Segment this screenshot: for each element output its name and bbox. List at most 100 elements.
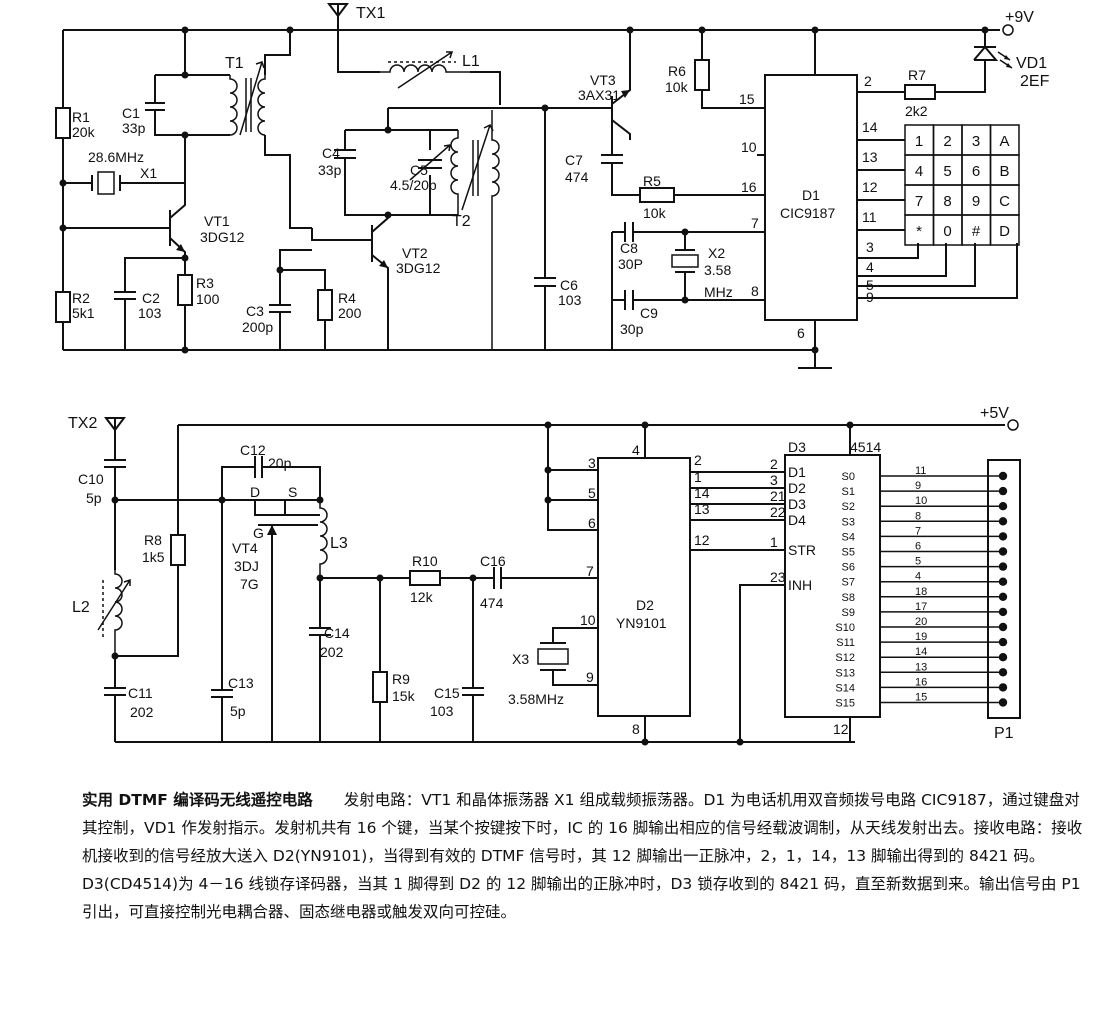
c5-trimmer-capacitor [409,144,451,181]
vt4-jfet [254,500,320,742]
r1-resistor [55,107,71,139]
c1-label: C1 [122,105,140,121]
d3-ctrl-name: STR [788,542,816,558]
d3-input-pin: 21 [770,488,786,504]
output-name: S3 [842,516,855,528]
vt4-pin-d: D [250,484,260,500]
d1-pin-6: 6 [797,325,805,341]
vd1-led [973,30,1013,72]
d1-label: D1 [802,187,820,203]
vt4-pin-s: S [288,484,297,500]
r6-resistor [694,59,710,91]
l1-label: L1 [462,53,480,70]
r1-value: 20k [72,124,96,140]
key-label: 0 [943,223,951,240]
vt1-transistor [63,180,186,258]
output-name: S4 [842,531,855,543]
d2-pin-4: 4 [632,442,640,458]
vd1-label: VD1 [1016,55,1047,72]
l3-label: L3 [330,535,348,552]
vt4-type: 3DJ [234,558,259,574]
d3-input-pin: 2 [770,456,778,472]
vd1-type: 2EF [1020,73,1050,90]
r7-label: R7 [908,67,926,83]
d2-pin-3: 3 [588,455,596,471]
key-1: 1 [904,124,935,156]
c13-capacitor [211,500,233,742]
c15-value: 103 [430,703,454,719]
vt3-type: 3AX31 [578,87,620,103]
r8-value: 1k5 [142,549,165,565]
c1-capacitor [145,102,165,111]
p1-label: P1 [994,725,1014,742]
d1-pin-2: 2 [864,73,872,89]
p1-pin [998,471,1008,481]
output-pin: 5 [915,556,921,568]
transmitter-circuit: +9V TX1 L1 R1 20k R2 5k1 C1 [55,3,1050,369]
r7-resistor [904,84,936,100]
p1-pin [998,547,1008,556]
l2-inductor [97,570,131,656]
d3-chip [784,454,881,718]
d3-pin-12: 12 [833,721,849,737]
output-pin: 16 [915,676,927,688]
output-name: S13 [835,667,855,679]
c12-capacitor [254,456,263,478]
p1-pin [998,637,1008,647]
r7-value: 2k2 [905,103,928,119]
r2-value: 5k1 [72,305,95,321]
c15-label: C15 [434,685,460,701]
c3-value: 200p [242,319,273,335]
r1-label: R1 [72,109,90,125]
c3-label: C3 [246,303,264,319]
d2-type: YN9101 [616,615,667,631]
c11-label: C11 [128,685,153,701]
r2-resistor [55,291,71,323]
p1-pin [998,486,1008,496]
output-name: S5 [842,547,855,559]
c16-value: 474 [480,595,504,611]
key-label: 2 [943,133,951,150]
d1-pin-15: 15 [739,91,755,107]
c13-value: 5p [230,703,246,719]
p1-pin [998,517,1008,526]
output-name: S6 [842,562,855,574]
vt3-transistor [545,30,631,140]
key-label: 9 [972,193,980,210]
x1-label: X1 [140,165,157,181]
c10-label: C10 [78,471,104,487]
p1-pin [998,592,1008,601]
output-pin: 9 [915,480,921,492]
r9-label: R9 [392,671,410,687]
d1-pin-4: 4 [866,259,874,275]
d1-chip [764,74,858,321]
c7-capacitor [601,128,640,196]
d3-ctrl-pin: 23 [770,569,786,585]
r5-resistor [639,187,675,203]
receiver-circuit: +5V TX2 C10 5p L2 C11 202 R8 1k5 C12 20p [68,405,1021,746]
output-name: S8 [842,592,855,604]
key-label: D [999,223,1010,240]
r3-label: R3 [196,275,214,291]
vt2-transistor [371,215,389,350]
tx1-label: TX1 [356,5,385,22]
key-A: A [989,124,1020,156]
output-name: S11 [836,637,855,649]
p1-connector [987,459,1021,719]
key-9: 9 [961,184,992,216]
x3-crystal [537,642,569,671]
output-name: S15 [835,698,855,710]
output-name: S10 [835,622,855,634]
output-pin: 7 [915,525,921,537]
d3-input-name: D1 [788,464,806,480]
c1-value: 33p [122,120,146,136]
key-label: C [999,193,1010,210]
d3-input-pin: 22 [770,504,786,520]
output-name: S7 [842,577,855,589]
c10-capacitor [104,448,126,500]
r3-value: 100 [196,291,220,307]
key-label: 1 [915,133,923,150]
